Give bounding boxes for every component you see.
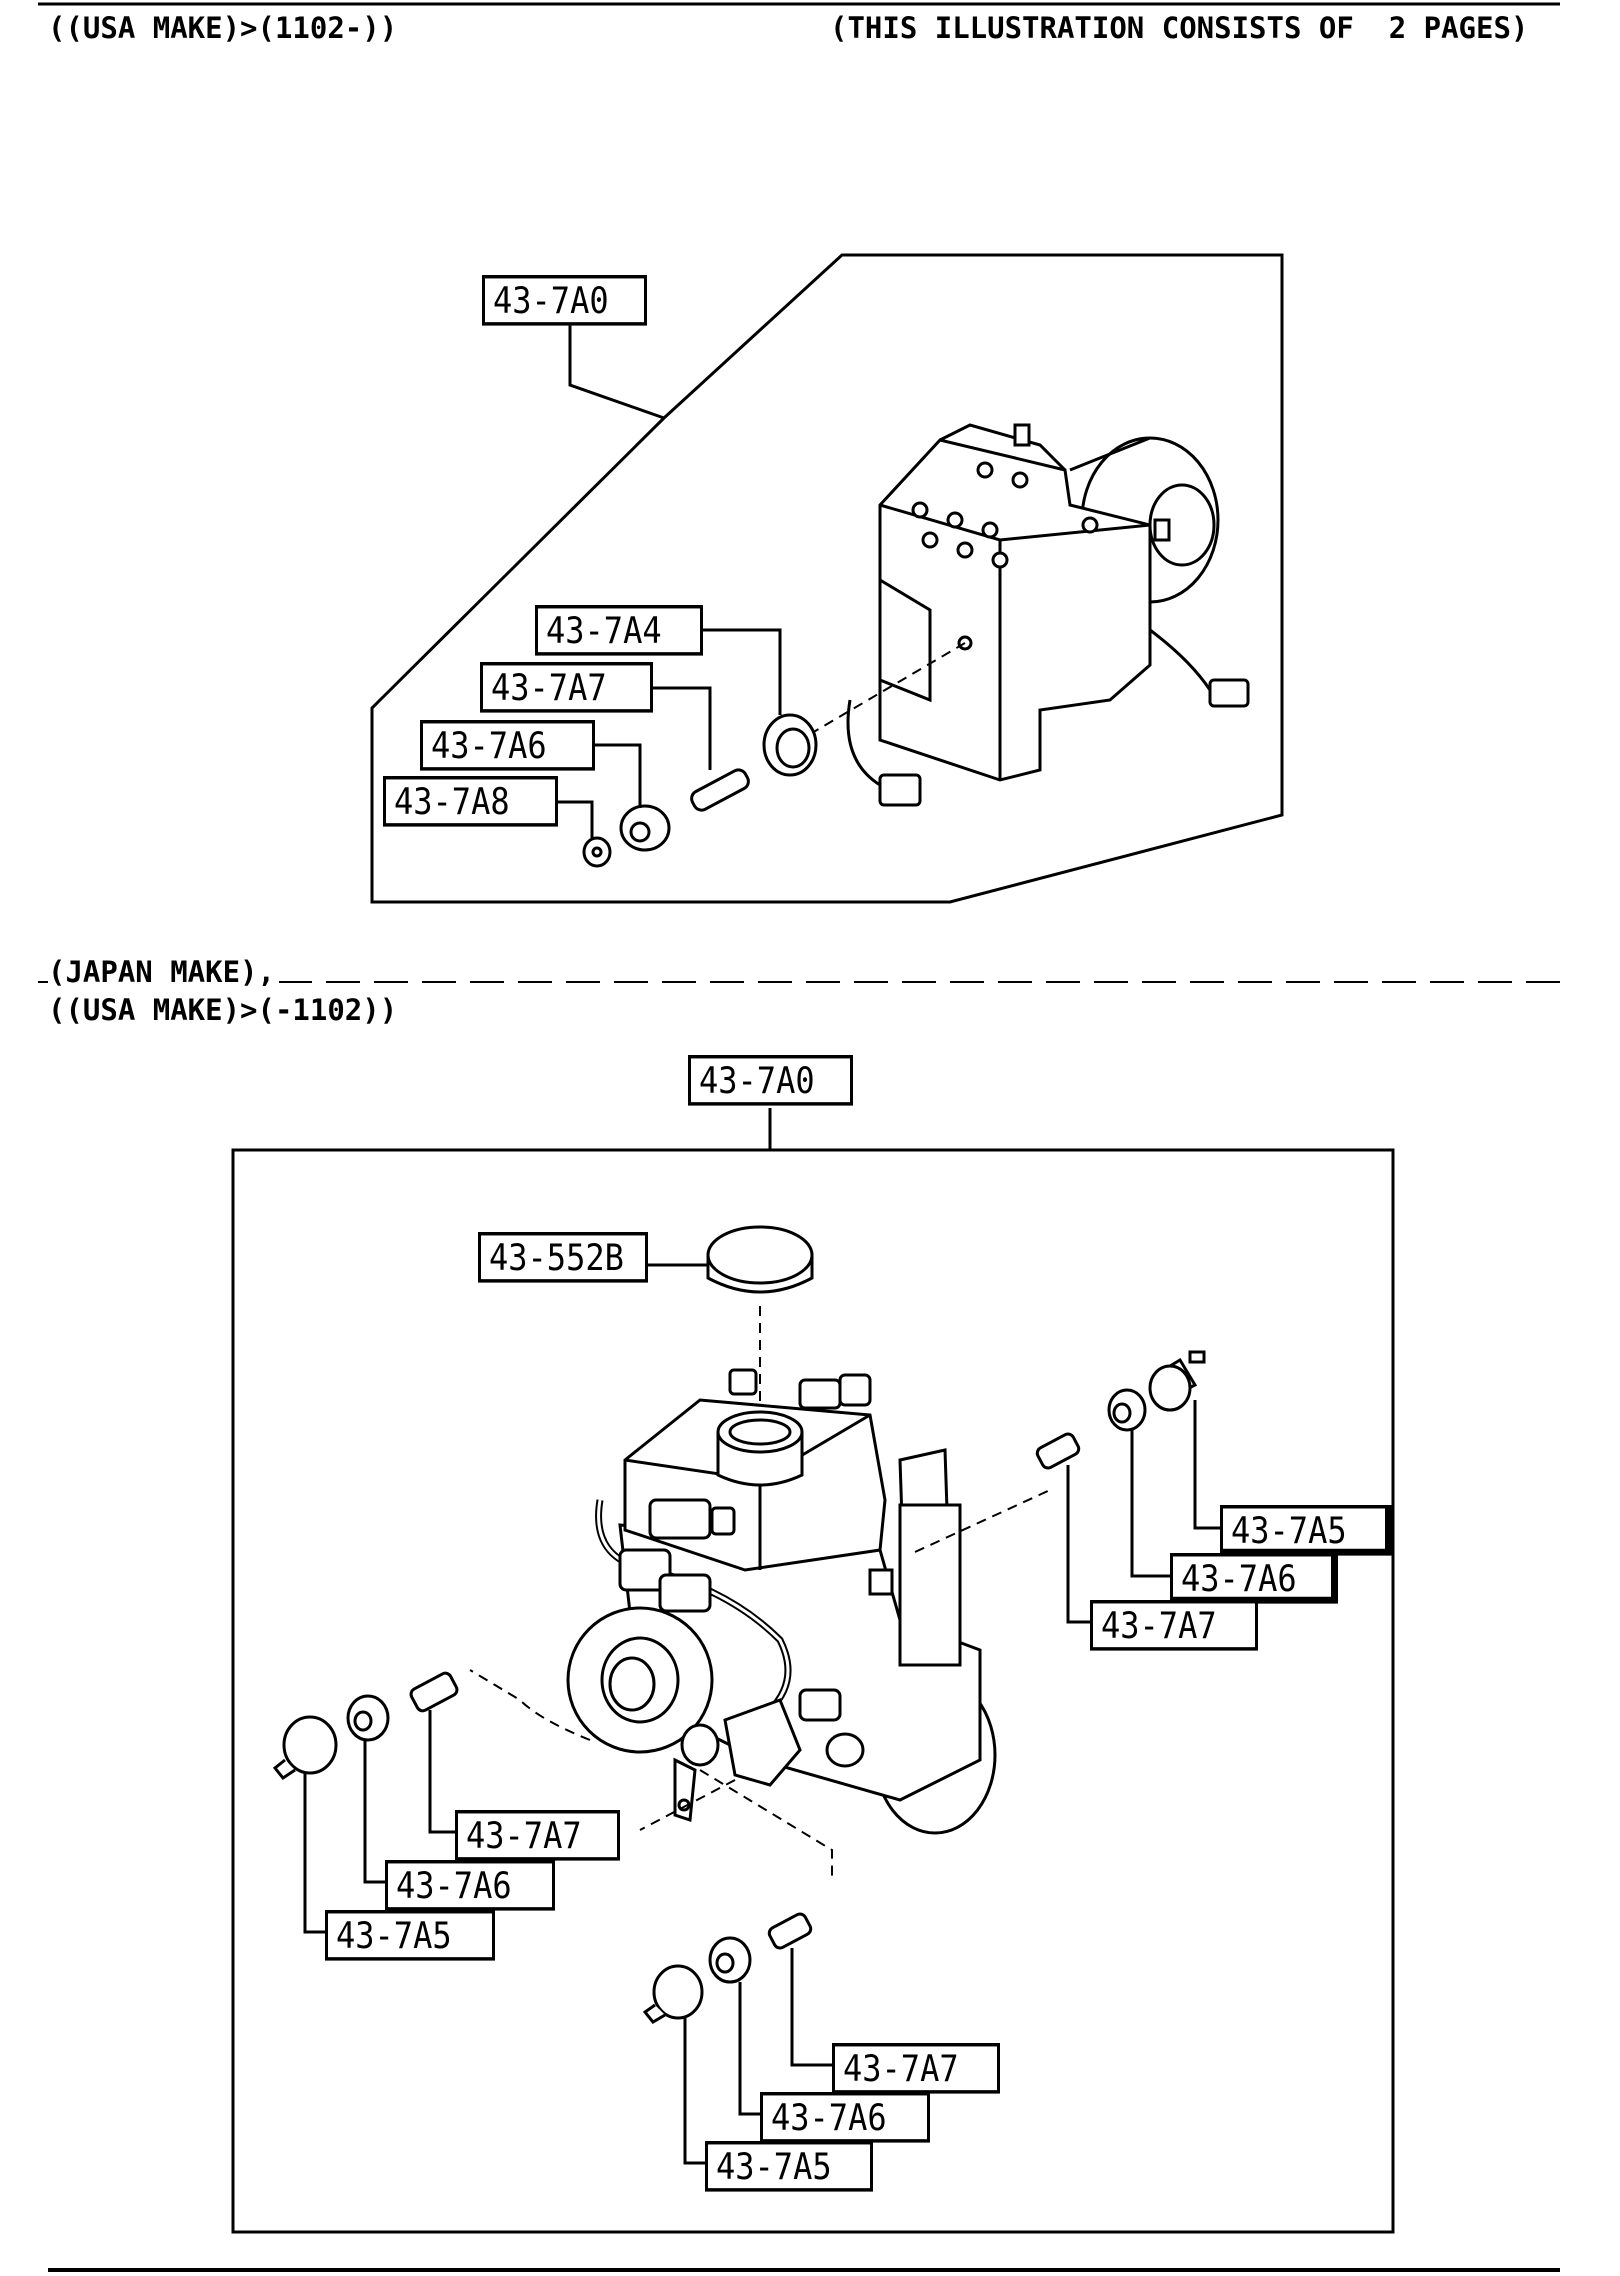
abs-modulator-unit-usa <box>846 423 1250 807</box>
part-43-7A7-collar-right <box>1035 1432 1081 1470</box>
leader-top-assembly <box>568 322 665 420</box>
callout-left-43-7A7[interactable]: 43-7A7 <box>455 1810 620 1861</box>
callout-top-43-7A8[interactable]: 43-7A8 <box>383 776 558 827</box>
callout-left-43-7A5[interactable]: 43-7A5 <box>325 1910 495 1961</box>
hydraulic-unit-japan <box>566 1368 997 1835</box>
part-43-7A5-fitting-left <box>282 1715 338 1775</box>
callout-right-43-7A6[interactable]: 43-7A6 <box>1170 1553 1338 1604</box>
callout-top-43-7A7[interactable]: 43-7A7 <box>480 662 653 713</box>
part-43-7A5-fitting-lower <box>652 1964 704 2020</box>
callout-43-552B[interactable]: 43-552B <box>478 1232 648 1283</box>
header-page-count-note: (THIS ILLUSTRATION CONSISTS OF 2 PAGES) <box>830 11 1529 45</box>
callout-top-43-7A6[interactable]: 43-7A6 <box>420 720 595 771</box>
callout-right-43-7A5[interactable]: 43-7A5 <box>1220 1505 1392 1556</box>
bottom-heading-japan-make: (JAPAN MAKE), <box>48 958 279 987</box>
part-43-7A7-collar <box>690 768 750 812</box>
callout-left-43-7A6[interactable]: 43-7A6 <box>385 1860 555 1911</box>
callout-lower-43-7A7[interactable]: 43-7A7 <box>832 2043 1000 2094</box>
bottom-assembly-frame <box>231 1148 1395 2234</box>
callout-lower-43-7A5[interactable]: 43-7A5 <box>705 2141 873 2192</box>
part-43-552B-reservoir-cap <box>706 1225 814 1294</box>
bottom-heading-usa-make-range: ((USA MAKE)>(-1102)) <box>48 993 398 1027</box>
callout-bottom-assembly[interactable]: 43-7A0 <box>688 1055 853 1106</box>
part-43-7A6-bushing <box>619 804 671 852</box>
part-43-7A4-sleeve <box>762 713 818 777</box>
part-43-7A7-collar-lower <box>767 1912 813 1950</box>
header-usa-make-range: ((USA MAKE)>(1102-)) <box>48 11 398 45</box>
callout-top-43-7A4[interactable]: 43-7A4 <box>535 605 703 656</box>
top-assembly-frame <box>370 253 1284 904</box>
callout-lower-43-7A6[interactable]: 43-7A6 <box>760 2092 930 2143</box>
part-43-7A7-collar-left <box>409 1671 459 1713</box>
callout-top-assembly[interactable]: 43-7A0 <box>482 275 647 326</box>
callout-right-43-7A7[interactable]: 43-7A7 <box>1090 1600 1258 1651</box>
